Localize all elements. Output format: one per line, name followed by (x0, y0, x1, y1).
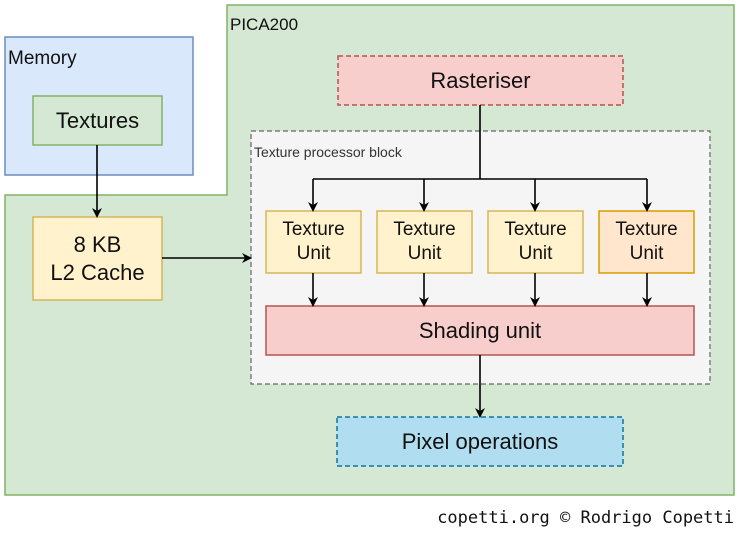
texture-unit-3-line2: Unit (518, 243, 553, 264)
texture-unit-1-line2: Unit (296, 243, 331, 264)
shading-unit-node: Shading unit (266, 306, 694, 355)
pica200-label: PICA200 (230, 15, 299, 34)
texture-unit-box-3 (487, 210, 584, 274)
texture-unit-1: Texture Unit (266, 211, 361, 273)
l2-cache-box (32, 216, 163, 301)
cache-name-text: L2 Cache (50, 259, 145, 285)
memory-label: Memory (8, 48, 77, 69)
pixel-operations-text: Pixel operations (401, 428, 559, 454)
textures-node: Textures (33, 96, 162, 145)
texture-unit-box-1 (265, 210, 362, 274)
texture-unit-2-line1: Texture (393, 219, 456, 241)
pixel-operations-node: Pixel operations (337, 417, 623, 466)
texture-unit-4: Texture Unit (599, 211, 694, 273)
pixel-operations-box (336, 416, 624, 467)
texture-unit-3-line1: Texture (504, 219, 567, 241)
rasteriser-box (337, 55, 624, 106)
texture-unit-box-4 (598, 210, 695, 274)
texture-unit-1-line1: Texture (282, 219, 345, 241)
rasteriser-node: Rasteriser (338, 56, 623, 105)
cache-size-text: 8 KB (73, 232, 122, 257)
rasteriser-bus (313, 105, 647, 180)
texture-unit-4-line2: Unit (629, 243, 664, 264)
texture-unit-2: Texture Unit (377, 211, 472, 273)
texture-unit-2-line2: Unit (407, 243, 442, 264)
credit-text: copetti.org © Rodrigo Copetti (437, 508, 734, 528)
l2-cache-node: 8 KB L2 Cache (33, 217, 162, 300)
rasteriser-text: Rasteriser (430, 67, 531, 93)
texture-unit-3: Texture Unit (488, 211, 583, 273)
texture-unit-box-2 (376, 210, 473, 274)
texture-unit-4-line1: Texture (615, 219, 678, 241)
textures-box (32, 95, 163, 146)
textures-text: Textures (55, 107, 140, 133)
texture-processor-label: Texture processor block (254, 144, 402, 160)
shading-unit-box (265, 305, 695, 356)
shading-unit-text: Shading unit (418, 317, 542, 343)
